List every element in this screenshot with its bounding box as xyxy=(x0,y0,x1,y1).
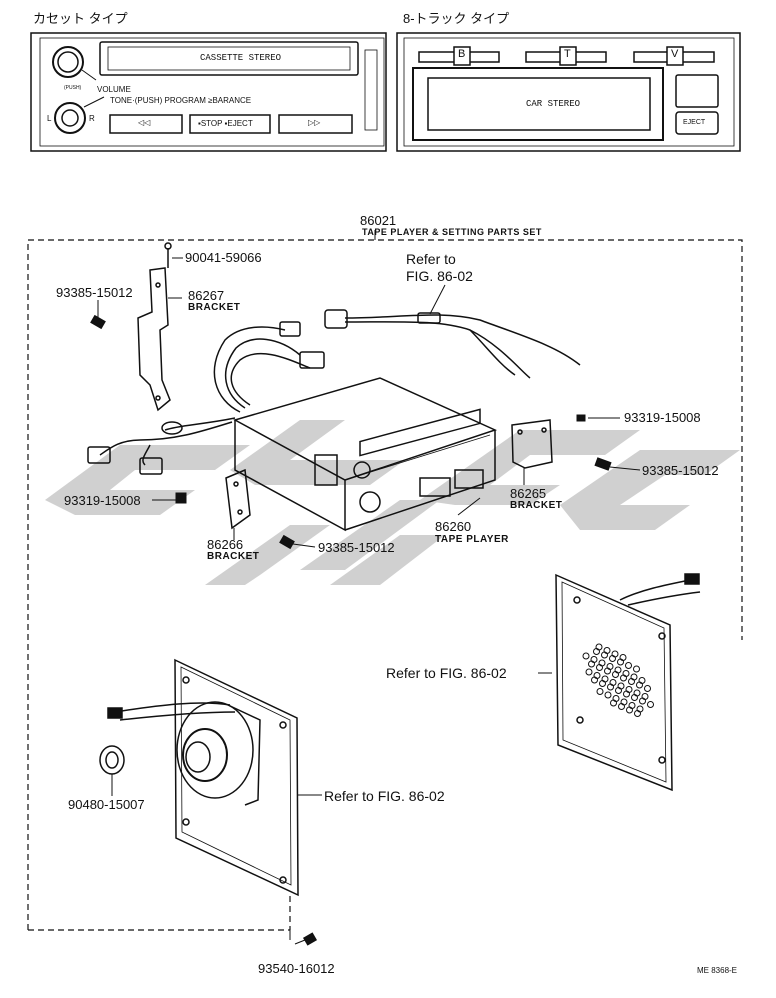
set-boundary xyxy=(27,239,743,931)
cassette-display-text: CASSETTE STEREO xyxy=(200,53,282,63)
set-number: 86021 xyxy=(360,213,397,228)
speaker-grille-right xyxy=(555,573,701,792)
part-93319-15008-b: 93319-15008 xyxy=(64,493,141,508)
button-b-label: B xyxy=(458,48,466,60)
part-93319-15008-a: 93319-15008 xyxy=(624,410,701,425)
grille-hole xyxy=(596,688,604,695)
volume-label: VOLUME xyxy=(97,85,131,94)
grille-hole xyxy=(601,651,608,659)
grille-hole xyxy=(610,699,617,707)
part-86265-name: BRACKET xyxy=(510,500,563,511)
grille-hole xyxy=(591,676,598,684)
part-86267-number: 86267 xyxy=(188,288,225,303)
bracket-86267-shape xyxy=(137,242,172,412)
watermark-logo xyxy=(45,420,740,585)
bracket-86266-shape xyxy=(225,468,251,530)
grille-hole xyxy=(599,680,606,687)
tone-program-balance-label: TONE·(PUSH) PROGRAM ≥BARANCE xyxy=(110,96,252,105)
part-86267-name: BRACKET xyxy=(188,302,241,313)
push-label: (PUSH) xyxy=(64,85,82,91)
part-86265-number: 86265 xyxy=(510,486,547,501)
part-93385-15012-a: 93385-15012 xyxy=(56,285,133,300)
refer-fig-lower: Refer to FIG. 86-02 xyxy=(324,788,445,804)
grille-hole xyxy=(607,683,614,691)
grille-hole xyxy=(593,648,600,655)
diagram-code: ME 8368-E xyxy=(697,966,738,975)
grille-hole xyxy=(623,690,630,698)
rewind-button-label: ◁◁ xyxy=(138,118,151,127)
eject-button-label: EJECT xyxy=(683,119,706,126)
part-86266-name: BRACKET xyxy=(207,551,260,562)
set-name: TAPE PLAYER & SETTING PARTS SET xyxy=(362,227,542,237)
grille-hole xyxy=(609,655,616,662)
grille-hole xyxy=(615,687,622,694)
grille-hole xyxy=(647,701,654,708)
grille-hole xyxy=(631,694,638,701)
eight-track-type-header: 8-トラック タイプ xyxy=(403,11,510,26)
grille-hole xyxy=(617,658,624,666)
wire-harness xyxy=(87,309,581,475)
bracket-86265-shape xyxy=(511,419,553,469)
grille-hole xyxy=(639,697,646,705)
grille-hole xyxy=(585,668,593,676)
button-t-label: T xyxy=(564,48,571,60)
grille-hole xyxy=(634,710,641,717)
cassette-faceplate xyxy=(30,32,387,152)
grille-hole xyxy=(618,703,625,710)
grille-hole xyxy=(636,681,643,689)
stop-eject-button-label: ▪STOP ▪EJECT xyxy=(198,119,253,128)
part-93540-16012: 93540-16012 xyxy=(258,961,335,976)
grille-hole xyxy=(626,706,633,714)
eight-track-faceplate xyxy=(396,32,741,152)
grille-hole xyxy=(582,652,590,660)
refer-fig-middle: Refer to FIG. 86-02 xyxy=(386,665,507,681)
leader-lines xyxy=(97,230,641,945)
part-93385-15012-b: 93385-15012 xyxy=(642,463,719,478)
grille-hole xyxy=(628,678,635,685)
right-channel-label: R xyxy=(89,114,95,123)
tape-player-body xyxy=(233,377,498,532)
button-v-label: V xyxy=(671,48,679,60)
part-90041-59066: 90041-59066 xyxy=(185,250,262,265)
refer-fig-top-line2: FIG. 86-02 xyxy=(406,268,473,284)
eight-track-display-text: CAR STEREO xyxy=(526,99,581,109)
grille-hole xyxy=(604,667,611,675)
screws xyxy=(90,314,612,946)
speaker-left xyxy=(99,658,299,897)
part-90480-15007: 90480-15007 xyxy=(68,797,145,812)
part-86260-number: 86260 xyxy=(435,519,472,534)
grille-hole xyxy=(644,685,651,692)
part-86266-number: 86266 xyxy=(207,537,244,552)
part-93385-15012-c: 93385-15012 xyxy=(318,540,395,555)
refer-fig-top-line1: Refer to xyxy=(406,251,456,267)
left-channel-label: L xyxy=(47,114,52,123)
part-86260-name: TAPE PLAYER xyxy=(435,534,509,545)
cassette-type-header: カセット タイプ xyxy=(33,11,128,26)
fast-forward-button-label: ▷▷ xyxy=(308,118,321,127)
grille-hole xyxy=(604,691,612,699)
grille-hole xyxy=(612,671,619,678)
grille-hole xyxy=(633,665,640,673)
grille-hole xyxy=(588,660,595,668)
grille-hole xyxy=(625,662,632,669)
grille-hole xyxy=(596,664,603,671)
grille-hole xyxy=(620,674,627,682)
